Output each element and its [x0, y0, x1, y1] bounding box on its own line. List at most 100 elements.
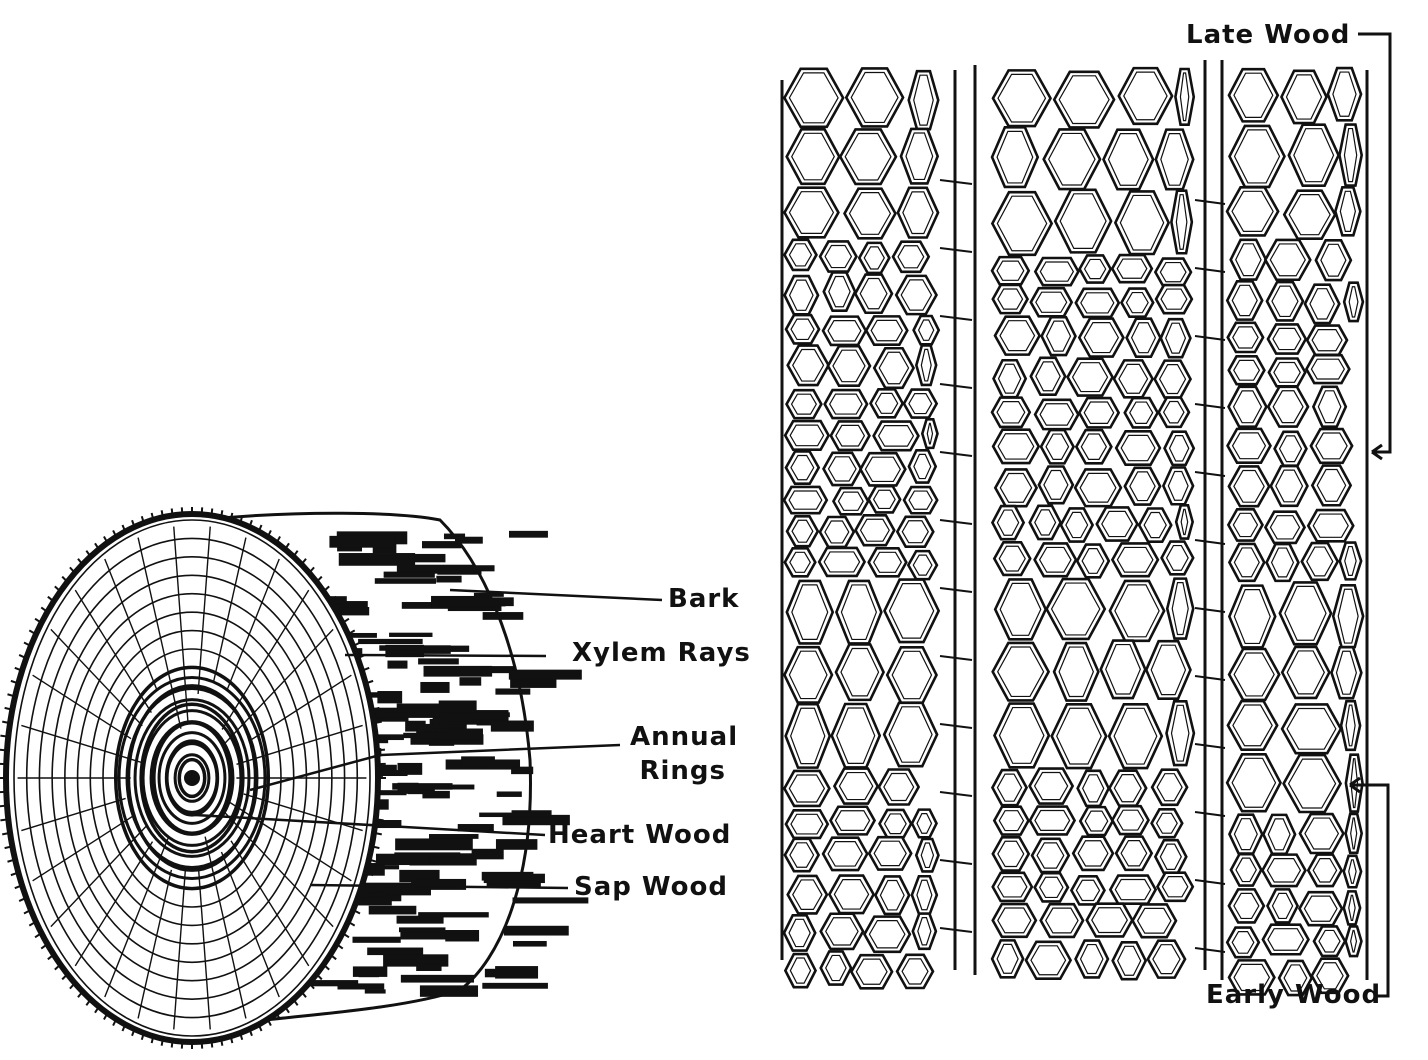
wood-cell: [1228, 429, 1271, 463]
wood-cell: [1055, 190, 1111, 253]
bark-hatch-stroke: [484, 874, 545, 883]
label-late-wood: Late Wood: [1186, 20, 1350, 51]
wood-cell: [916, 345, 936, 385]
wood-cell: [1026, 942, 1071, 979]
bark-hatch-stroke: [422, 791, 449, 799]
bark-hatch-stroke: [416, 964, 441, 971]
bark-fringe-tick: [202, 1040, 203, 1049]
bark-hatch-stroke: [337, 547, 362, 551]
pith: [184, 770, 200, 786]
bark-hatch-stroke: [496, 839, 537, 850]
bark-hatch-stroke: [387, 661, 407, 669]
bark-hatch-stroke: [429, 834, 478, 839]
wood-cell: [1167, 579, 1193, 639]
wood-cell: [1300, 814, 1343, 853]
wood-cell: [1230, 126, 1285, 187]
wood-cell: [845, 189, 896, 239]
wood-cell: [846, 68, 903, 126]
bark-hatch-stroke: [455, 537, 483, 544]
bark-hatch-stroke: [329, 536, 394, 548]
wood-cell: [995, 579, 1046, 639]
bark-hatch-stroke: [420, 985, 478, 996]
wood-cell: [1075, 469, 1121, 506]
bark-fringe-tick: [375, 750, 385, 751]
wood-cell: [909, 450, 936, 482]
bark-hatch-stroke: [353, 937, 401, 943]
wood-cell: [832, 704, 880, 767]
bark-hatch-stroke: [509, 670, 582, 680]
wood-cell: [993, 430, 1039, 463]
bark-hatch-stroke: [436, 576, 461, 583]
wood-cell: [1054, 72, 1114, 128]
wood-cell: [1281, 71, 1326, 123]
wood-cell: [787, 581, 833, 643]
wood-cell: [1280, 582, 1331, 644]
wood-cell: [1116, 431, 1160, 464]
bark-hatch-stroke: [504, 926, 569, 936]
wood-cell: [992, 192, 1051, 255]
wood-cell: [1282, 704, 1341, 753]
leader-xylem-rays: [345, 655, 546, 656]
wood-cell: [1282, 647, 1329, 698]
wood-cell: [784, 647, 832, 702]
wood-cell: [1054, 643, 1098, 700]
wood-cell: [1284, 191, 1335, 239]
wood-cell: [1176, 505, 1192, 538]
wood-cell: [1114, 360, 1153, 397]
bark-fringe-tick: [172, 508, 173, 517]
bark-hatch-stroke: [339, 553, 415, 566]
wood-cell: [823, 838, 867, 870]
wood-cell: [1227, 754, 1280, 811]
bark-hatch-stroke: [401, 975, 474, 983]
wood-cell: [1335, 187, 1360, 235]
wood-cell: [834, 769, 877, 804]
wood-cell: [1344, 283, 1363, 321]
bark-hatch-stroke: [439, 712, 509, 717]
wood-cell: [1035, 543, 1076, 576]
bark-hatch-stroke: [491, 721, 534, 732]
wood-cell: [1079, 319, 1123, 357]
wood-cell: [829, 876, 873, 913]
bark-hatch-stroke: [511, 767, 533, 775]
wood-cell: [898, 188, 938, 238]
bark-hatch-stroke: [495, 688, 530, 694]
wood-cell: [1229, 586, 1275, 648]
bark-hatch-stroke: [461, 756, 495, 766]
wood-cell: [1346, 814, 1362, 853]
wood-cell: [1268, 387, 1308, 427]
wood-cell: [993, 643, 1049, 700]
wood-cell: [1104, 130, 1154, 190]
bark-hatch-stroke: [513, 941, 547, 947]
wood-cell: [1166, 701, 1193, 765]
bark-hatch-stroke: [482, 983, 548, 989]
wood-cell: [1097, 507, 1138, 540]
bark-hatch-stroke: [403, 733, 446, 738]
bark-hatch-stroke: [367, 948, 423, 956]
late-wood-bracket: [1358, 34, 1390, 452]
bark-hatch-stroke: [411, 879, 466, 890]
wood-cell: [887, 647, 936, 702]
wood-cell: [784, 188, 838, 238]
wood-cell: [1073, 837, 1113, 870]
wood-cell: [1289, 125, 1339, 186]
wood-cell: [874, 348, 913, 388]
bark-hatch-stroke: [375, 578, 436, 584]
bark-hatch-stroke: [439, 597, 514, 606]
wood-cell: [1344, 891, 1360, 924]
bark-hatch-stroke: [459, 677, 481, 685]
bark-hatch-stroke: [509, 531, 548, 538]
label-xylem-rays: Xylem Rays: [572, 638, 751, 669]
wood-cell: [836, 644, 884, 699]
bark-fringe-tick: [182, 507, 183, 516]
wood-cell: [1171, 191, 1191, 254]
wood-cell: [836, 581, 881, 643]
wood-cell: [1112, 543, 1157, 576]
wood-cell: [884, 703, 937, 766]
bark-hatch-stroke: [358, 639, 423, 644]
bark-fringe-tick: [0, 750, 9, 751]
wood-cell: [840, 129, 896, 183]
wood-cell: [1284, 755, 1341, 812]
wood-cell: [995, 469, 1036, 506]
wood-cell: [1229, 466, 1269, 506]
wood-cell: [884, 580, 938, 642]
